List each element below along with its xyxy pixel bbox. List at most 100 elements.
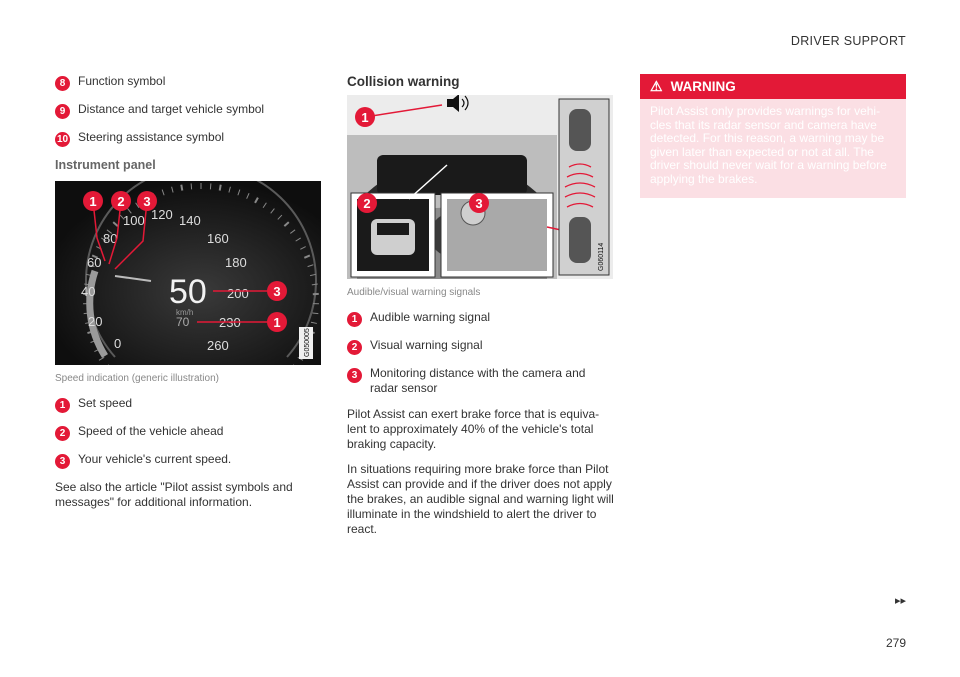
callout-marker <box>83 191 103 211</box>
needle <box>114 275 152 282</box>
list-item-text: Monitoring distance with the camera and … <box>370 366 586 395</box>
list-item-text: Your vehicle's current speed. <box>78 452 232 466</box>
dial-tick <box>112 221 119 227</box>
tick-label: 200 <box>227 286 249 301</box>
list-item: 9 Distance and target vehicle symbol <box>55 102 323 119</box>
dial-tick <box>300 246 306 250</box>
tick-label: 40 <box>81 284 95 299</box>
callout-badge: 2 <box>55 426 70 441</box>
dial-tick <box>180 184 184 191</box>
callout-badge: 9 <box>55 104 70 119</box>
body-paragraph: Pilot Assist can exert brake force that … <box>347 407 600 451</box>
warning-triangle-icon: ⚠ <box>650 78 663 94</box>
tick-label: 260 <box>207 338 229 353</box>
dial-tick <box>218 184 222 191</box>
warning-header: ⚠ WARNING <box>640 74 906 99</box>
dial-tick <box>98 356 105 361</box>
dial-tick <box>135 202 140 209</box>
tick-label: 0 <box>114 336 121 351</box>
list-item: 10 Steering assistance symbol <box>55 130 323 147</box>
dial-tick <box>270 208 275 214</box>
next-page-arrows[interactable]: ▸▸ <box>894 595 906 607</box>
dial-tick <box>101 237 107 242</box>
callout-marker <box>267 281 287 301</box>
dial-tick <box>312 312 319 315</box>
dial-tick <box>311 283 318 286</box>
list-item-text: Function symbol <box>78 74 166 88</box>
list-item-text: Steering assistance symbol <box>78 130 225 144</box>
callout-badge: 8 <box>55 76 70 91</box>
speedometer-figure: 0 20 40 60 80 100 120 140 160 180 200 23… <box>55 181 321 365</box>
list-item: 2 Speed of the vehicle ahead <box>55 424 323 441</box>
collision-warning-figure: 1 2 3 G060114 <box>347 95 613 279</box>
dial-tick <box>262 202 267 209</box>
tick-label: 180 <box>225 255 247 270</box>
dial-tick <box>91 254 99 259</box>
callout-label: 3 <box>273 284 280 299</box>
dial-tick <box>237 189 241 196</box>
list-item-text: Visual warning signal <box>370 338 483 352</box>
collision-warning-illustration: 1 2 3 G060114 <box>347 95 613 279</box>
image-code: G060114 <box>598 243 605 271</box>
column-left: 8 Function symbol 9 Distance and target … <box>55 74 323 520</box>
dial-tick <box>283 221 290 227</box>
running-header: DRIVER SUPPORT <box>790 34 906 48</box>
dial-tick <box>295 237 301 242</box>
list-item-text: Set speed <box>78 396 133 410</box>
tick-label: 20 <box>88 314 102 329</box>
warning-body: Pilot Assist only provides warnings for … <box>640 99 906 198</box>
callout-badge: 3 <box>347 368 362 383</box>
callout-badge: 2 <box>347 340 362 355</box>
dial-tick <box>209 183 212 190</box>
dial-tick <box>310 321 317 324</box>
dial-tick <box>254 197 259 204</box>
callout-marker <box>355 107 375 127</box>
callout-badge: 1 <box>347 312 362 327</box>
dial-tick <box>246 193 250 199</box>
dial-tick <box>161 189 165 196</box>
callout-label: 1 <box>89 194 96 209</box>
tick-label: 140 <box>179 213 201 228</box>
callout-marker <box>137 191 157 211</box>
callout-marker <box>267 312 287 332</box>
callout-badge: 1 <box>55 398 70 413</box>
speed-unit: km/h <box>176 308 193 317</box>
section-heading-collision-warning: Collision warning <box>347 74 460 89</box>
tick-label: 80 <box>103 231 117 246</box>
column-middle: Collision warning 1 2 <box>347 74 615 547</box>
list-item-text: Speed of the vehicle ahead <box>78 424 224 438</box>
list-item: 3 Your vehicle's current speed. <box>55 452 323 469</box>
dial-tick <box>88 264 95 268</box>
callout-label: 1 <box>273 315 280 330</box>
speedometer-illustration: 0 20 40 60 80 100 120 140 160 180 200 23… <box>55 181 321 365</box>
dial-tick <box>277 214 283 220</box>
tick-label: 120 <box>151 207 173 222</box>
dial-tick <box>290 229 296 234</box>
body-paragraph: In situations requiring more brake force… <box>347 462 614 536</box>
speed-arc <box>86 269 108 358</box>
warning-box: ⚠ WARNING Pilot Assist only provides war… <box>640 74 906 198</box>
tick-label: 60 <box>87 255 101 270</box>
tick-label: 100 <box>123 213 145 228</box>
callout-marker <box>111 191 131 211</box>
callout-label: 2 <box>363 196 370 211</box>
dial-tick <box>171 186 174 193</box>
body-paragraph: See also the article "Pilot assist symbo… <box>55 480 293 509</box>
column-right: ⚠ WARNING Pilot Assist only provides war… <box>640 74 906 198</box>
dial-tick <box>127 208 132 214</box>
callout-badge: 3 <box>55 454 70 469</box>
speaker-icon <box>447 95 459 112</box>
dial-arc <box>85 181 317 358</box>
callout-label: 2 <box>117 194 124 209</box>
image-code: G050005 <box>304 328 311 357</box>
callout-badge: 10 <box>55 132 70 147</box>
page-number: 279 <box>885 636 906 650</box>
callout-label: 1 <box>361 110 368 125</box>
list-item-text: Distance and target vehicle symbol <box>78 102 265 116</box>
list-item: 8 Function symbol <box>55 74 323 91</box>
instrument-display <box>377 155 527 195</box>
callout-marker <box>357 193 377 213</box>
list-item: 1 Audible warning signal <box>347 310 615 327</box>
list-item: 3 Monitoring distance with the camera an… <box>347 366 615 396</box>
own-vehicle <box>569 217 591 263</box>
